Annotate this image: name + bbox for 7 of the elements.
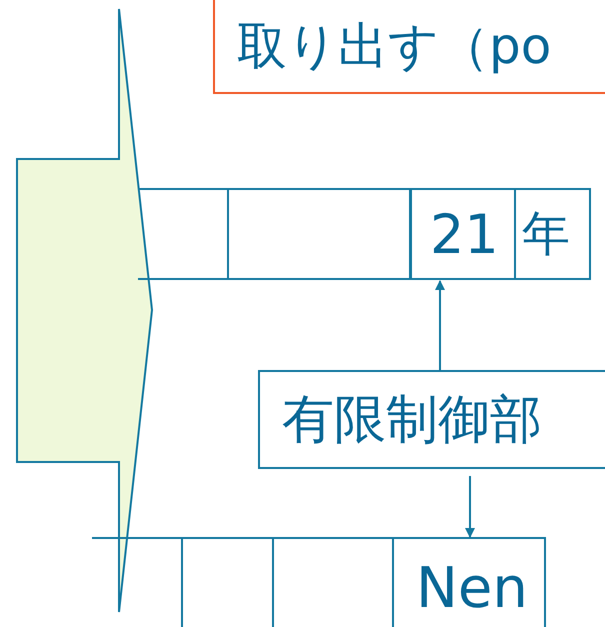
- tape-cell: 年: [514, 188, 591, 280]
- tape-cell: 21: [410, 188, 516, 280]
- tape-cell: Nen: [392, 537, 546, 627]
- arrow: [465, 476, 475, 538]
- control-unit-box: 有限制御部: [258, 370, 605, 469]
- title-box: 取り出す（po: [213, 0, 605, 94]
- arrow: [435, 280, 445, 370]
